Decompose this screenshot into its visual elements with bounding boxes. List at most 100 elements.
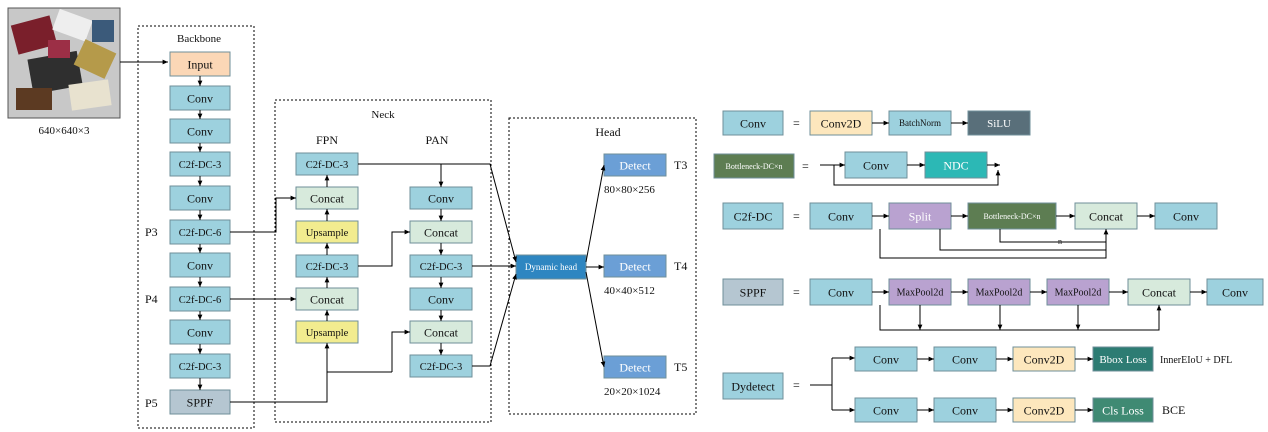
pan-block-3-label: Conv bbox=[428, 292, 454, 306]
legend-c2f-label: C2f-DC bbox=[734, 209, 773, 223]
detect-block-1: Detect bbox=[603, 254, 667, 278]
legend-sppf-label: SPPF bbox=[740, 285, 767, 299]
legend-dydetect-r2-conv2d-label: Conv2D bbox=[1024, 403, 1065, 417]
legend-dydetect-r2-conv2-label: Conv bbox=[952, 403, 978, 417]
pan-title: PAN bbox=[426, 133, 449, 147]
legend-dydetect-r2-conv2d: Conv2D bbox=[1012, 397, 1076, 423]
legend-dydetect-r1-conv2-label: Conv bbox=[952, 352, 978, 366]
legend-sppf: SPPF bbox=[722, 278, 784, 306]
legend-sppf-conv: Conv bbox=[809, 278, 873, 306]
legend-c2f-split: Split bbox=[888, 202, 952, 230]
fpn-block-0: C2f-DC-3 bbox=[295, 152, 359, 176]
level-label-p5: P5 bbox=[145, 396, 158, 410]
detect-block-2: Detect bbox=[603, 355, 667, 379]
legend-dydetect-label: Dydetect bbox=[731, 379, 775, 393]
legend-dydetect-cls-loss-label: Cls Loss bbox=[1102, 403, 1144, 417]
legend-sppf-maxpool-1-label: MaxPool2d bbox=[897, 288, 944, 299]
legend-conv: Conv bbox=[722, 110, 784, 136]
neck-blocks: C2f-DC-3ConcatUpsampleC2f-DC-3ConcatUpsa… bbox=[230, 152, 473, 403]
backbone-block-1-label: Conv bbox=[187, 91, 213, 105]
legend-c2f-conv2-label: Conv bbox=[1173, 209, 1199, 223]
legend-dydetect-bbox-loss-label: Bbox Loss bbox=[1099, 354, 1146, 366]
fpn-block-2: Upsample bbox=[295, 220, 359, 244]
legend-sppf-conv2-label: Conv bbox=[1222, 285, 1248, 299]
pan-block-3: Conv bbox=[409, 287, 473, 311]
legend-c2f-bottleneck-label: Bottleneck-DC×n bbox=[984, 212, 1041, 221]
legend-dydetect-r2-conv2: Conv bbox=[933, 397, 997, 423]
legend-bottleneck-conv: Conv bbox=[844, 151, 908, 179]
output-size-2: 20×20×1024 bbox=[604, 386, 661, 398]
pan-block-5: C2f-DC-3 bbox=[409, 354, 473, 378]
pan-block-0-label: Conv bbox=[428, 191, 454, 205]
legend-bottleneck-conv-label: Conv bbox=[863, 158, 889, 172]
output-name-0: T3 bbox=[674, 158, 687, 172]
output-name-1: T4 bbox=[674, 259, 687, 273]
backbone-block-2: Conv bbox=[169, 118, 231, 144]
pan-block-4-label: Concat bbox=[424, 325, 459, 339]
backbone-block-10: SPPF bbox=[169, 389, 231, 415]
detect-block-2-label: Detect bbox=[619, 360, 651, 374]
legend-c2f-split-label: Split bbox=[909, 209, 932, 223]
legend-sppf-concat-label: Concat bbox=[1142, 285, 1177, 299]
legend-bottleneck-ndc-label: NDC bbox=[943, 158, 968, 172]
level-label-p3: P3 bbox=[145, 225, 158, 239]
fpn-block-1-label: Concat bbox=[310, 191, 345, 205]
legend-bottleneck-label: Bottleneck-DC×n bbox=[726, 162, 783, 171]
legend-conv-conv2d: Conv2D bbox=[809, 110, 873, 136]
legend-bottleneck: Bottleneck-DC×n bbox=[713, 153, 795, 179]
output-size-0: 80×80×256 bbox=[604, 184, 655, 196]
legend-c2f-conv-label: Conv bbox=[828, 209, 854, 223]
backbone-block-5: C2f-DC-6 bbox=[169, 219, 231, 245]
legend-sppf-maxpool-3-label: MaxPool2d bbox=[1055, 288, 1102, 299]
legend-sppf-maxpool-1: MaxPool2d bbox=[888, 278, 952, 306]
fpn-block-5-label: Upsample bbox=[306, 328, 349, 339]
legend-dydetect-r1-conv2d: Conv2D bbox=[1012, 346, 1076, 372]
legend: Conv = Conv2D BatchNorm SiLU Bottleneck-DC×n =… bbox=[713, 110, 1264, 423]
c2f-n-label: n bbox=[1058, 237, 1062, 246]
legend-sppf-maxpool-3: MaxPool2d bbox=[1046, 278, 1110, 306]
backbone-block-7-label: C2f-DC-6 bbox=[179, 295, 222, 306]
backbone-blocks: InputConvConvC2f-DC-3ConvC2f-DC-6ConvC2f… bbox=[169, 51, 231, 415]
equals-sign: = bbox=[793, 209, 800, 223]
legend-dydetect-r2-conv1-label: Conv bbox=[873, 403, 899, 417]
legend-dydetect-cls-loss: Cls Loss bbox=[1092, 397, 1154, 423]
dydetect-row2-note: BCE bbox=[1162, 403, 1185, 417]
backbone-block-6: Conv bbox=[169, 252, 231, 278]
legend-dydetect: Dydetect bbox=[722, 372, 784, 400]
output-size-1: 40×40×512 bbox=[604, 285, 655, 297]
legend-conv-silu-label: SiLU bbox=[987, 118, 1011, 130]
legend-dydetect-r1-conv1-label: Conv bbox=[873, 352, 899, 366]
legend-c2f-concat: Concat bbox=[1074, 202, 1138, 230]
fpn-block-4-label: Concat bbox=[310, 292, 345, 306]
backbone-block-10-label: SPPF bbox=[187, 395, 214, 409]
head-title: Head bbox=[595, 125, 620, 139]
fpn-block-1: Concat bbox=[295, 186, 359, 210]
legend-dydetect-r1-conv1: Conv bbox=[854, 346, 918, 372]
equals-sign: = bbox=[802, 159, 809, 173]
legend-c2f: C2f-DC bbox=[722, 202, 784, 230]
detect-block-0: Detect bbox=[603, 153, 667, 177]
backbone-block-0: Input bbox=[169, 51, 231, 77]
dynamic-head-block: Dynamic head bbox=[515, 254, 587, 280]
backbone-block-3-label: C2f-DC-3 bbox=[179, 160, 222, 171]
dydetect-row1-note: InnerEIoU + DFL bbox=[1160, 355, 1232, 366]
fpn-block-4: Concat bbox=[295, 287, 359, 311]
pan-block-4: Concat bbox=[409, 320, 473, 344]
equals-sign: = bbox=[793, 378, 800, 392]
legend-conv-batchnorm: BatchNorm bbox=[888, 110, 952, 136]
backbone-block-8: Conv bbox=[169, 319, 231, 345]
backbone-block-7: C2f-DC-6 bbox=[169, 286, 231, 312]
dynamic-head-block-label: Dynamic head bbox=[525, 262, 578, 272]
backbone-block-9: C2f-DC-3 bbox=[169, 353, 231, 379]
neck-panel bbox=[274, 99, 492, 423]
output-name-2: T5 bbox=[674, 360, 687, 374]
pan-block-0: Conv bbox=[409, 186, 473, 210]
pan-block-5-label: C2f-DC-3 bbox=[420, 362, 463, 373]
input-size-caption: 640×640×3 bbox=[39, 125, 90, 137]
backbone-panel bbox=[137, 25, 255, 429]
fpn-title: FPN bbox=[316, 133, 338, 147]
legend-dydetect-r2-conv1: Conv bbox=[854, 397, 918, 423]
fpn-block-3-label: C2f-DC-3 bbox=[306, 262, 349, 273]
